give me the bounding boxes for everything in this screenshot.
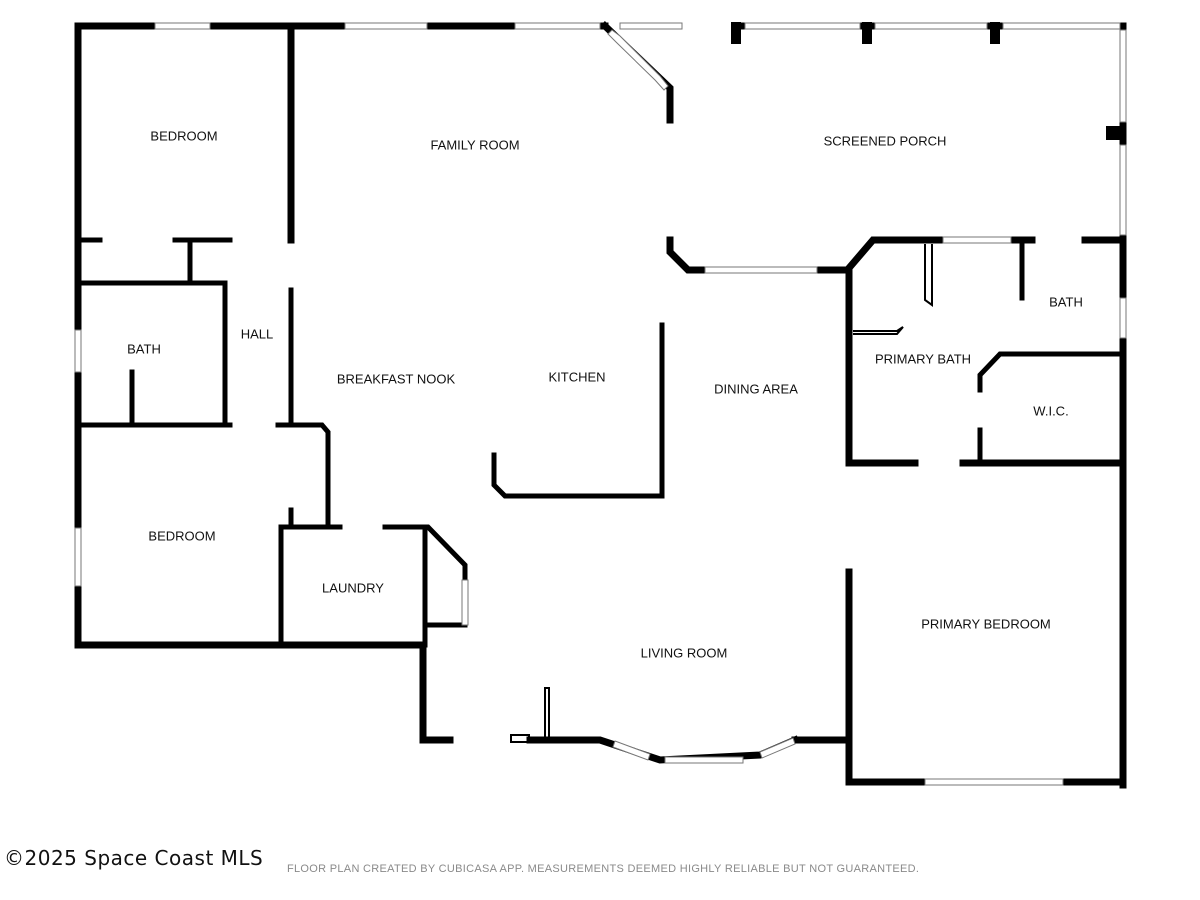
kitchen-counter (491, 322, 665, 499)
walls (74, 21, 1127, 789)
window (1002, 22, 1121, 30)
porch-post (862, 22, 872, 44)
room-label-breakfast-nook: BREAKFAST NOOK (337, 371, 456, 386)
window (461, 579, 469, 626)
window (154, 22, 211, 30)
door-threshold (510, 734, 530, 743)
room-label-wic: W.I.C. (1033, 403, 1068, 418)
floorplan-disclaimer: FLOOR PLAN CREATED BY CUBICASA APP. MEAS… (287, 863, 920, 875)
window (924, 778, 1064, 786)
window (1119, 144, 1127, 236)
room-label-primary-bath: PRIMARY BATH (875, 351, 971, 366)
fixtures (510, 244, 933, 743)
room-label-bedroom-top: BEDROOM (150, 128, 217, 143)
porch-post (1106, 126, 1126, 140)
window (619, 22, 683, 30)
wall-living-bay (526, 735, 800, 764)
copyright-watermark: ©2025 Space Coast MLS (4, 846, 264, 870)
window (344, 22, 428, 30)
porch-post (731, 22, 741, 44)
wall-left-exterior (74, 22, 424, 649)
room-label-living-room: LIVING ROOM (641, 645, 728, 660)
window (74, 329, 82, 373)
room-label-dining-area: DINING AREA (714, 381, 798, 396)
window (612, 740, 651, 761)
wall-hall-corner (275, 422, 331, 528)
wall-primary-bath-top (845, 236, 944, 467)
room-label-laundry: LAUNDRY (322, 580, 384, 595)
wall-laundry-top (382, 524, 468, 583)
door-slider (544, 687, 550, 739)
room-label-bath-right: BATH (1049, 294, 1083, 309)
window (759, 737, 796, 759)
window (74, 527, 82, 587)
window (514, 22, 601, 30)
porch-post (990, 22, 1000, 44)
room-label-hall: HALL (241, 326, 274, 341)
wall-laundry (278, 524, 343, 648)
door-shower (853, 326, 904, 335)
wall-bottom-right (791, 736, 1127, 786)
wall-living-left (419, 641, 454, 744)
window (607, 29, 669, 91)
room-label-primary-bedroom: PRIMARY BEDROOM (921, 616, 1051, 631)
window (1119, 297, 1127, 339)
room-label-family-room: FAMILY ROOM (430, 137, 519, 152)
windows (74, 22, 1127, 786)
wall-family-porch (666, 236, 849, 274)
window (874, 22, 988, 30)
room-labels: BEDROOM FAMILY ROOM SCREENED PORCH BATH … (127, 128, 1083, 660)
room-label-kitchen: KITCHEN (548, 369, 605, 384)
window (664, 756, 744, 764)
room-label-bath-left: BATH (127, 341, 161, 356)
window (1119, 29, 1127, 123)
window (744, 22, 861, 30)
room-label-bedroom-bottom: BEDROOM (148, 528, 215, 543)
door-primary-bath (924, 244, 933, 307)
window (704, 266, 818, 274)
wall-wic (977, 351, 1126, 393)
room-label-screened-porch: SCREENED PORCH (824, 133, 947, 148)
window (942, 236, 1012, 244)
